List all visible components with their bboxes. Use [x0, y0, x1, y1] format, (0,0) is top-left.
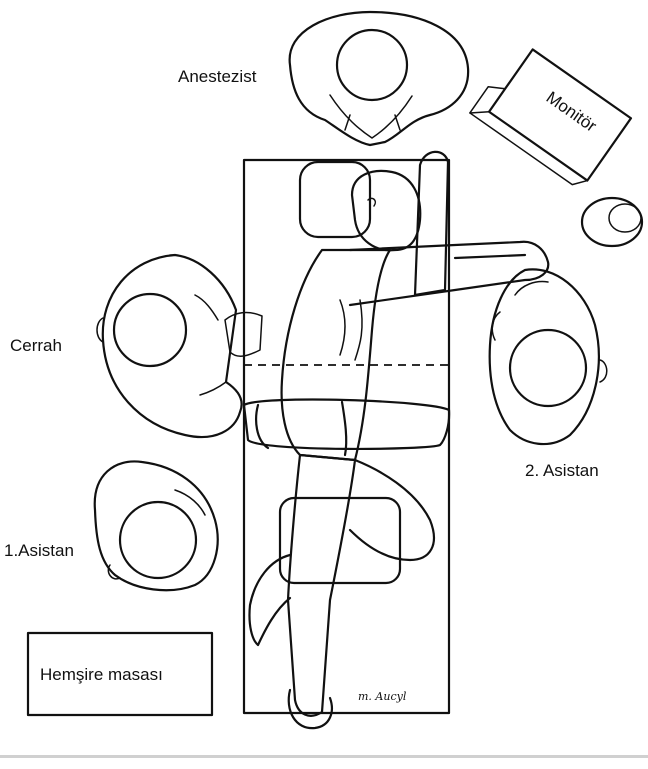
bottom-divider — [0, 755, 648, 758]
assistant2-label: 2. Asistan — [525, 461, 599, 480]
patient-figure — [244, 152, 548, 728]
assistant1-figure — [95, 461, 218, 590]
surgeon-figure — [97, 255, 262, 437]
monitor-base — [582, 198, 642, 246]
anesthetist-label: Anestezist — [178, 67, 257, 86]
monitor-label: Monitör — [543, 88, 601, 136]
nurse-table-label: Hemşire masası — [40, 665, 163, 684]
anesthetist-figure — [290, 12, 469, 145]
monitor-box — [470, 41, 631, 191]
assistant2-figure — [490, 269, 607, 444]
artist-signature: m. Aucyl — [358, 690, 407, 703]
surgeon-label: Cerrah — [10, 336, 62, 355]
assistant1-label: 1.Asistan — [4, 541, 74, 560]
